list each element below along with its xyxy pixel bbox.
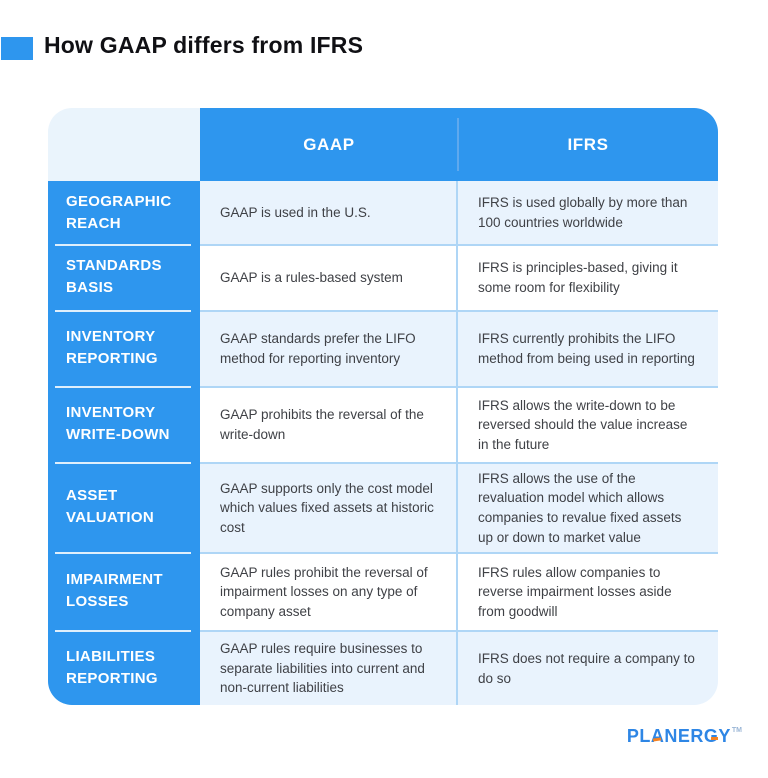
row-header-cell: ASSET VALUATION [48, 462, 200, 552]
ifrs-value-cell: IFRS allows the write-down to be reverse… [458, 386, 718, 462]
gaap-value-text: GAAP standards prefer the LIFO method fo… [220, 331, 416, 366]
gaap-ifrs-comparison-table: GAAP IFRS GEOGRAPHIC REACH GAAP is used … [48, 108, 718, 705]
gaap-value-text: GAAP rules require businesses to separat… [220, 641, 425, 696]
table-row: LIABILITIES REPORTING GAAP rules require… [48, 630, 718, 705]
table-row: INVENTORY REPORTING GAAP standards prefe… [48, 310, 718, 386]
table-corner-cell [48, 108, 200, 181]
row-header-cell: IMPAIRMENT LOSSES [48, 552, 200, 630]
ifrs-value-text: IFRS currently prohibits the LIFO method… [478, 331, 695, 366]
ifrs-value-text: IFRS is principles-based, giving it some… [478, 260, 678, 295]
ifrs-value-text: IFRS allows the write-down to be reverse… [478, 397, 688, 452]
gaap-value-cell: GAAP prohibits the reversal of the write… [200, 386, 458, 462]
ifrs-value-text: IFRS rules allow companies to reverse im… [478, 564, 672, 619]
title-accent-bar [1, 37, 33, 60]
table-row: IMPAIRMENT LOSSES GAAP rules prohibit th… [48, 552, 718, 630]
table-row: GEOGRAPHIC REACH GAAP is used in the U.S… [48, 181, 718, 244]
gaap-value-text: GAAP is a rules-based system [220, 270, 403, 286]
gaap-value-cell: GAAP is a rules-based system [200, 244, 458, 310]
ifrs-value-cell: IFRS is used globally by more than 100 c… [458, 181, 718, 244]
row-header-label: IMPAIRMENT LOSSES [66, 571, 163, 610]
planergy-wordmark: PLANERGY [627, 726, 731, 748]
ifrs-value-cell: IFRS allows the use of the revaluation m… [458, 462, 718, 552]
row-header-cell: LIABILITIES REPORTING [48, 630, 200, 705]
ifrs-value-cell: IFRS rules allow companies to reverse im… [458, 552, 718, 630]
page-title: How GAAP differs from IFRS [44, 32, 364, 58]
logo-orange-g-bar [710, 736, 718, 740]
table-header-row: GAAP IFRS [48, 108, 718, 181]
ifrs-value-text: IFRS does not require a company to do so [478, 650, 695, 686]
gaap-value-cell: GAAP rules require businesses to separat… [200, 630, 458, 705]
table-row: ASSET VALUATION GAAP supports only the c… [48, 462, 718, 552]
table-body: GEOGRAPHIC REACH GAAP is used in the U.S… [48, 181, 718, 705]
row-header-label: INVENTORY REPORTING [66, 328, 158, 367]
row-header-label: LIABILITIES REPORTING [66, 647, 158, 687]
gaap-value-text: GAAP prohibits the reversal of the write… [220, 407, 424, 442]
table-row: INVENTORY WRITE-DOWN GAAP prohibits the … [48, 386, 718, 462]
gaap-value-text: GAAP supports only the cost model which … [220, 480, 434, 535]
gaap-value-text: GAAP is used in the U.S. [220, 204, 371, 220]
row-header-cell: GEOGRAPHIC REACH [48, 181, 200, 244]
gaap-value-cell: GAAP is used in the U.S. [200, 181, 458, 244]
column-header-ifrs: IFRS [457, 108, 718, 181]
row-header-cell: INVENTORY WRITE-DOWN [48, 386, 200, 462]
row-header-label: STANDARDS BASIS [66, 257, 162, 296]
table-row: STANDARDS BASIS GAAP is a rules-based sy… [48, 244, 718, 310]
ifrs-value-cell: IFRS does not require a company to do so [458, 630, 718, 705]
row-header-label: GEOGRAPHIC REACH [66, 192, 172, 232]
ifrs-value-text: IFRS allows the use of the revaluation m… [478, 470, 682, 545]
ifrs-value-cell: IFRS is principles-based, giving it some… [458, 244, 718, 310]
ifrs-value-cell: IFRS currently prohibits the LIFO method… [458, 310, 718, 386]
row-header-cell: STANDARDS BASIS [48, 244, 200, 310]
trademark-symbol: TM [731, 727, 742, 734]
row-header-label: ASSET VALUATION [66, 487, 154, 526]
gaap-value-cell: GAAP standards prefer the LIFO method fo… [200, 310, 458, 386]
ifrs-value-text: IFRS is used globally by more than 100 c… [478, 194, 688, 230]
gaap-value-cell: GAAP supports only the cost model which … [200, 462, 458, 552]
planergy-logo: PLANERGY TM [627, 726, 742, 748]
column-header-gaap: GAAP [200, 108, 458, 181]
row-header-cell: INVENTORY REPORTING [48, 310, 200, 386]
gaap-value-text: GAAP rules prohibit the reversal of impa… [220, 564, 428, 619]
gaap-value-cell: GAAP rules prohibit the reversal of impa… [200, 552, 458, 630]
row-header-label: INVENTORY WRITE-DOWN [66, 404, 170, 443]
